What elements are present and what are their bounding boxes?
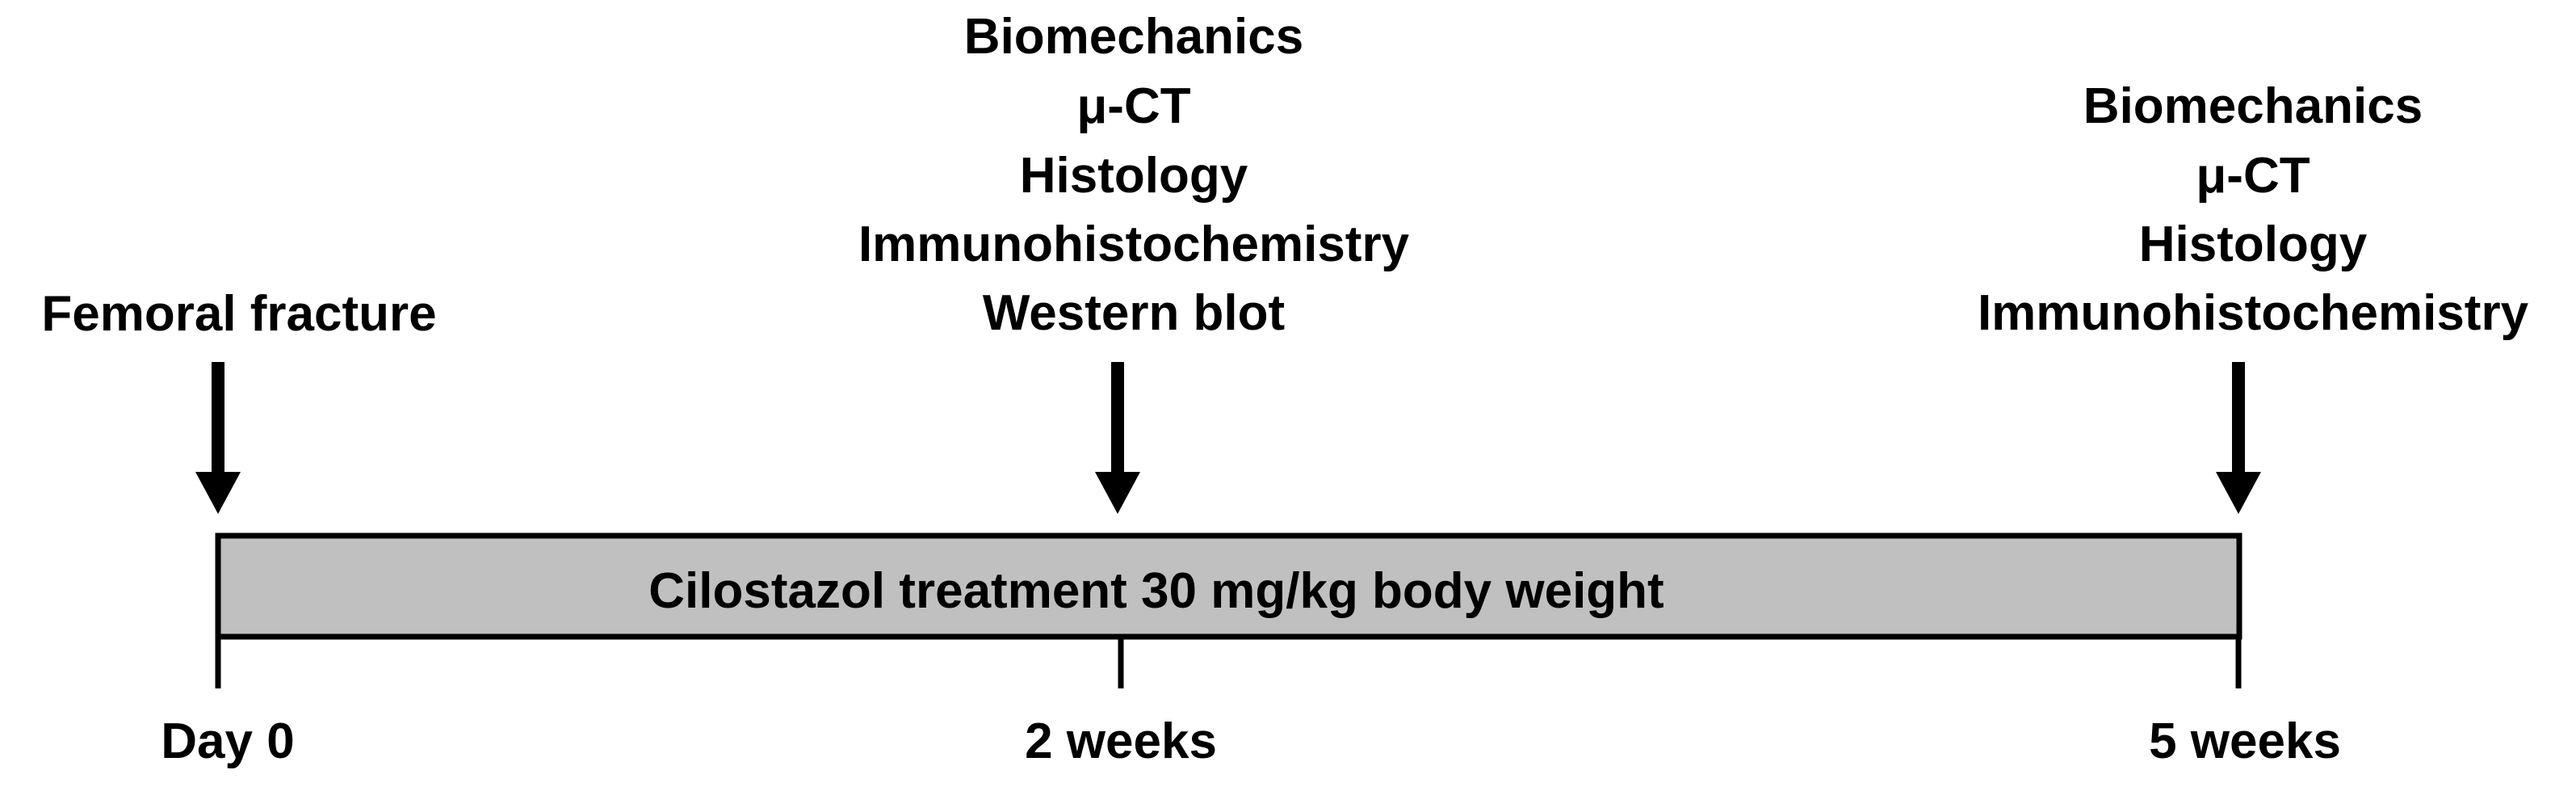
event-line: μ-CT bbox=[2196, 148, 2310, 204]
timepoint-label-day-0: Day 0 bbox=[161, 713, 294, 769]
treatment-label: Cilostazol treatment 30 mg/kg body weigh… bbox=[648, 563, 1663, 619]
event-line: Femoral fracture bbox=[41, 286, 436, 342]
event-line: Biomechanics bbox=[2083, 78, 2423, 134]
timepoint-label-2-weeks: 2 weeks bbox=[1025, 713, 1217, 769]
timepoint-label-5-weeks: 5 weeks bbox=[2149, 713, 2341, 769]
arrow-5-weeks bbox=[2216, 362, 2261, 514]
event-5-weeks: Biomechanics μ-CT Histology Immunohistoc… bbox=[1978, 78, 2529, 341]
arrow-2-weeks bbox=[1095, 362, 1140, 514]
event-line: Histology bbox=[1020, 148, 1248, 204]
event-2-weeks: Biomechanics μ-CT Histology Immunohistoc… bbox=[858, 9, 1410, 341]
event-line: Histology bbox=[2139, 217, 2368, 272]
treatment-bar bbox=[215, 532, 2242, 640]
event-line: μ-CT bbox=[1076, 78, 1190, 134]
event-line: Immunohistochemistry bbox=[858, 217, 1410, 272]
event-line: Biomechanics bbox=[964, 9, 1303, 65]
arrow-day-0 bbox=[195, 362, 241, 514]
event-line: Immunohistochemistry bbox=[1978, 285, 2529, 341]
event-day-0: Femoral fracture bbox=[41, 286, 436, 342]
event-line: Western blot bbox=[983, 285, 1285, 341]
